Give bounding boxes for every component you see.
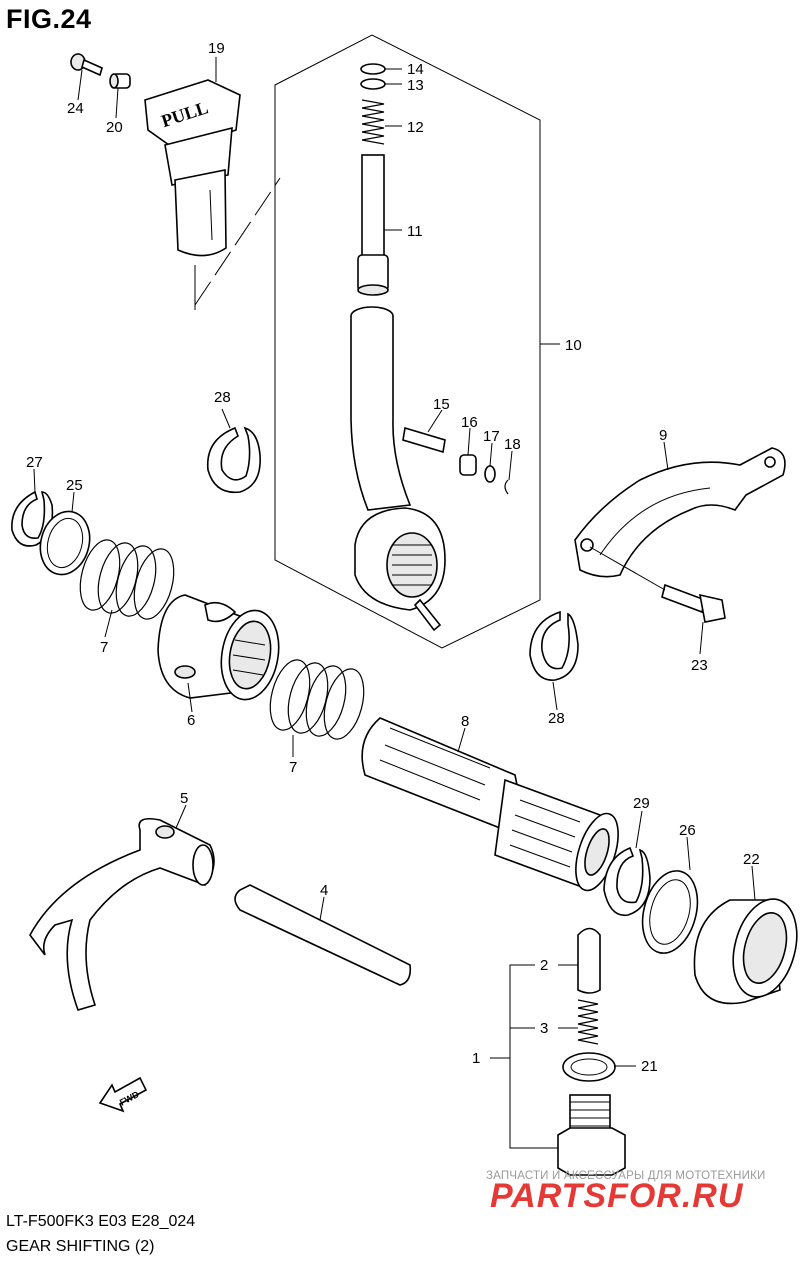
part-24-bolt <box>70 53 103 77</box>
part-14-ring <box>360 63 386 75</box>
label-part-15: 15 <box>433 396 450 413</box>
label-part-5: 5 <box>180 790 188 807</box>
part-11-rod <box>357 154 389 296</box>
label-part-9: 9 <box>659 427 667 444</box>
part-15-pin <box>402 426 446 454</box>
part-17-washer <box>484 465 496 483</box>
part-25-washer <box>39 510 91 576</box>
part-29-circlip <box>603 846 651 917</box>
label-part-7-right: 7 <box>289 759 297 776</box>
part-labels: 1 2 3 4 5 6 7 7 8 9 10 11 12 13 14 15 16… <box>26 40 760 1075</box>
part-1-bolt <box>557 1094 626 1176</box>
label-part-7-left: 7 <box>100 639 108 656</box>
part-2-plunger <box>577 927 601 994</box>
label-part-27: 27 <box>26 454 43 471</box>
label-part-25: 25 <box>66 477 83 494</box>
part-26-washer <box>641 870 699 954</box>
part-20-collar <box>109 73 131 89</box>
part-23-bolt <box>589 546 726 623</box>
label-part-10: 10 <box>565 337 582 354</box>
label-part-29: 29 <box>633 795 650 812</box>
label-part-26: 26 <box>679 822 696 839</box>
part-10-lever <box>350 306 446 632</box>
label-part-13: 13 <box>407 77 424 94</box>
label-part-16: 16 <box>461 414 478 431</box>
label-part-28-lower: 28 <box>548 710 565 727</box>
label-part-14: 14 <box>407 61 424 78</box>
label-part-6: 6 <box>187 712 195 729</box>
part-22-bearing <box>693 898 798 1005</box>
part-3-spring <box>577 999 599 1045</box>
part-9-plate <box>574 447 786 578</box>
figure-title: FIG.24 <box>6 4 92 34</box>
label-part-17: 17 <box>483 428 500 445</box>
figure-caption: GEAR SHIFTING (2) <box>6 1238 155 1255</box>
label-part-22: 22 <box>743 851 760 868</box>
part-28-circlip-upper <box>206 426 261 494</box>
assembly-box-10 <box>274 34 541 649</box>
label-part-18: 18 <box>504 436 521 453</box>
part-6-sleeve <box>157 594 280 701</box>
watermark-tagline: ЗАПЧАСТИ И АКСЕССУАРЫ ДЛЯ МОТОТЕХНИКИ <box>486 1170 766 1182</box>
model-code: LT-F500FK3 E03 E28_024 <box>6 1213 196 1230</box>
label-part-11: 11 <box>407 223 423 240</box>
part-5-fork <box>29 817 215 1011</box>
part-16-roller <box>459 454 477 476</box>
part-8-shaft <box>361 717 619 892</box>
part-7-spring-right <box>269 659 365 740</box>
part-12-spring <box>361 99 385 145</box>
fwd-arrow: FWD <box>98 1076 148 1113</box>
part-18-clip <box>504 479 509 495</box>
label-part-3: 3 <box>540 1020 548 1037</box>
leader-lines <box>33 57 756 1149</box>
part-19-knob: PULL <box>144 79 241 257</box>
label-part-28-upper: 28 <box>214 389 231 406</box>
label-part-8: 8 <box>461 713 469 730</box>
part-27-circlip <box>11 490 54 547</box>
part-4-shaft <box>234 884 412 986</box>
label-part-24: 24 <box>67 100 84 117</box>
part-7-spring-left <box>79 539 175 620</box>
part-28-circlip-lower <box>529 610 579 681</box>
label-part-19: 19 <box>208 40 225 57</box>
knob-link-line <box>194 177 281 306</box>
label-part-4: 4 <box>320 882 328 899</box>
label-part-1: 1 <box>472 1050 480 1067</box>
label-part-20: 20 <box>106 119 123 136</box>
part-21-washer <box>562 1052 616 1082</box>
label-part-2: 2 <box>540 957 548 974</box>
part-13-ring <box>360 78 386 90</box>
watermark-brand: PARTSFOR.RU <box>490 1177 744 1215</box>
label-part-21: 21 <box>641 1058 658 1075</box>
label-part-23: 23 <box>691 657 708 674</box>
label-part-12: 12 <box>407 119 424 136</box>
